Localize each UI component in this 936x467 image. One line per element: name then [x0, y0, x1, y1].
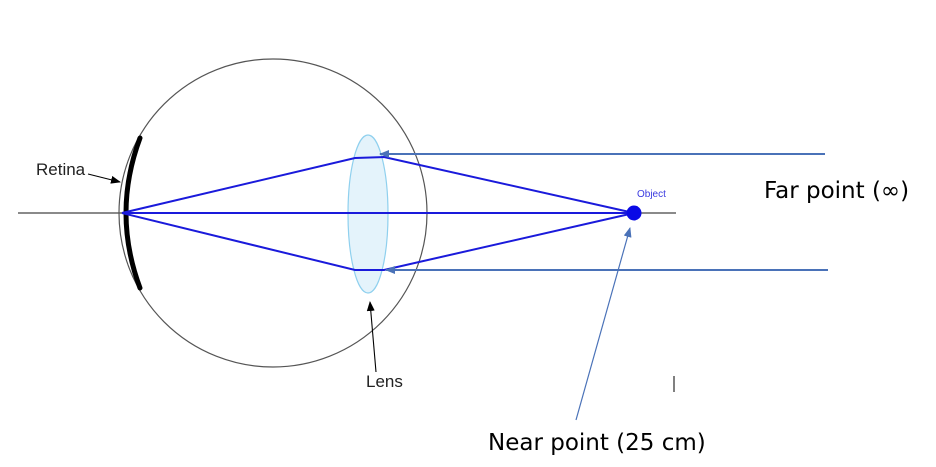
- retina-label: Retina: [36, 160, 86, 179]
- lens-pointer: [366, 301, 377, 373]
- retina-pointer: [87, 173, 121, 184]
- upper-ray: [121, 155, 635, 214]
- far-point-label: Far point (∞): [764, 178, 910, 204]
- lower-ray: [121, 212, 635, 271]
- near-point-pointer: [575, 227, 632, 421]
- near-point-label: Near point (25 cm): [488, 430, 706, 456]
- object-label: Object: [637, 189, 666, 200]
- object-point: [626, 205, 642, 221]
- lens-label: Lens: [366, 372, 403, 391]
